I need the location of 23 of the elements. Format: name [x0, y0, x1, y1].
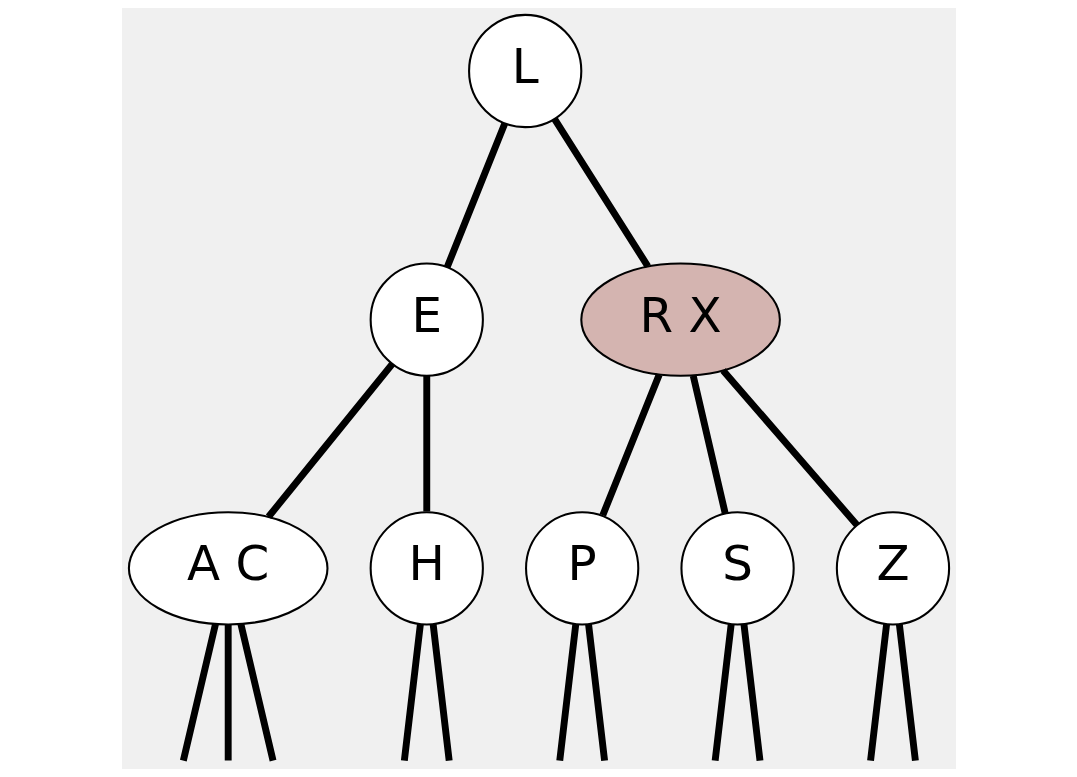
node-circle: P [524, 511, 639, 626]
connector [599, 373, 662, 517]
connector [866, 623, 890, 762]
connector [443, 122, 508, 269]
connector [711, 623, 735, 762]
connector [895, 623, 919, 762]
connector [719, 368, 860, 528]
connector [584, 623, 608, 762]
node-ellipse: R X [579, 262, 781, 377]
connector [429, 623, 453, 762]
connector [689, 375, 729, 514]
connector [265, 361, 395, 519]
connector [400, 623, 424, 762]
connector [422, 375, 430, 512]
node-circle: Z [835, 511, 950, 626]
connector [551, 117, 651, 269]
connector [179, 623, 219, 762]
node-ellipse: A C [127, 511, 328, 626]
connector [237, 623, 276, 762]
node-circle: S [679, 511, 795, 626]
node-circle: L [467, 13, 582, 129]
node-circle: E [369, 262, 484, 377]
node-circle: H [369, 511, 484, 626]
